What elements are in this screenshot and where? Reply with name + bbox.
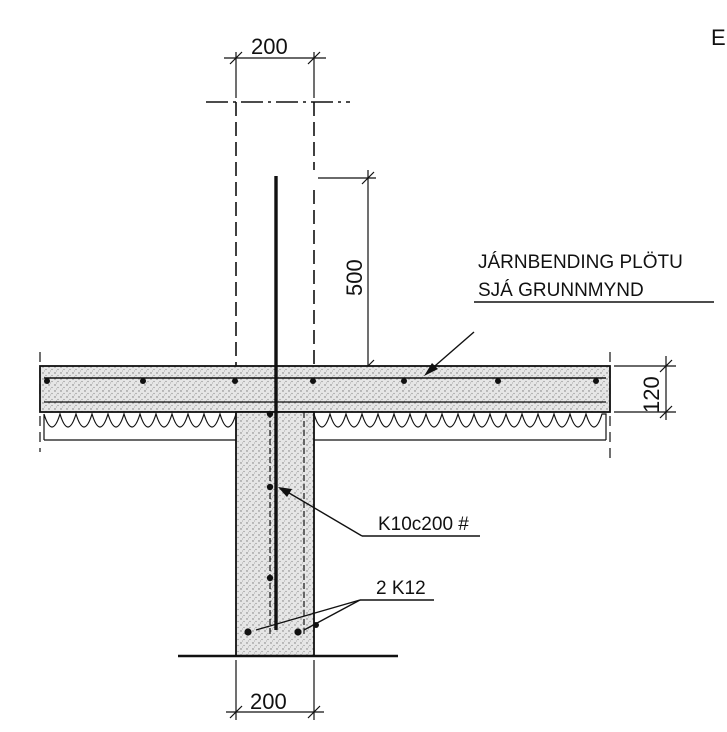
- bottom-width-dimension-label: 200: [250, 689, 287, 714]
- top-width-dimension-label: 200: [251, 34, 288, 59]
- slab-rebar-dot: [401, 378, 407, 384]
- slab-reinforcement-note-line2: SJÁ GRUNNMYND: [478, 280, 644, 301]
- corner-bars-leader: [255, 599, 434, 631]
- slab-reinforcement-note-line1: JÁRNBENDING PLÖTU: [478, 252, 683, 273]
- insulation-wave-left: [43, 411, 237, 440]
- wall-rebar-dot: [244, 628, 252, 636]
- slab-section: [39, 365, 611, 413]
- corner-bars-note: 2 K12: [376, 578, 426, 599]
- dowel-length-dimension-label: 500: [342, 259, 367, 296]
- wall-rebar-dot: [266, 574, 274, 582]
- slab-rebar-dot: [232, 378, 238, 384]
- slab-rebar-dot: [310, 378, 316, 384]
- slab-thickness-dimension-label: 120: [639, 376, 664, 413]
- upper-wall-outline: [235, 102, 315, 366]
- slab-rebar-dot: [495, 378, 501, 384]
- top-width-dimension: [224, 51, 326, 98]
- corner-letter: E: [711, 25, 726, 50]
- slab-edge-break-lines: [39, 352, 611, 462]
- slab-rebar-dot: [593, 378, 599, 384]
- slab-rebar-dot: [44, 378, 50, 384]
- slab-reinforcement-leader: [424, 301, 714, 376]
- slab-thickness-dimension: [614, 356, 676, 420]
- wall-mesh-leader: [278, 487, 480, 537]
- bottom-width-dimension: [226, 660, 324, 720]
- wall-rebar-dot: [266, 483, 274, 491]
- wall-mesh-note: K10c200 #: [378, 514, 469, 535]
- wall-rebar-dot: [294, 628, 302, 636]
- wall-rebar-dot: [266, 410, 274, 418]
- insulation-wave-right: [313, 411, 607, 440]
- slab-rebar-dot: [140, 378, 146, 384]
- slab-rebar-dots: [44, 378, 599, 384]
